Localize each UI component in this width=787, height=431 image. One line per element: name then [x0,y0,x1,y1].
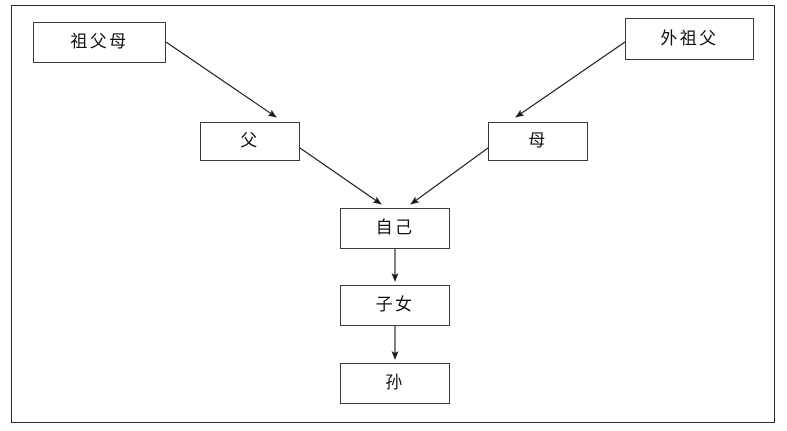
node-grandchild[interactable]: 孙 [340,363,450,404]
node-children-label: 子女 [375,295,415,315]
node-grandparents[interactable]: 祖父母 [33,22,166,63]
node-maternal-grandfather-label: 外祖父 [660,28,719,49]
node-father[interactable]: 父 [200,122,300,161]
node-grandparents-label: 祖父母 [70,32,129,52]
node-father-label: 父 [240,131,260,151]
node-self-label: 自己 [375,218,415,238]
node-grandchild-label: 孙 [385,373,405,393]
node-maternal-grandfather[interactable]: 外祖父 [625,18,754,60]
node-self[interactable]: 自己 [340,208,450,249]
node-mother-label: 母 [528,131,548,151]
node-mother[interactable]: 母 [488,122,588,161]
node-children[interactable]: 子女 [340,285,450,326]
